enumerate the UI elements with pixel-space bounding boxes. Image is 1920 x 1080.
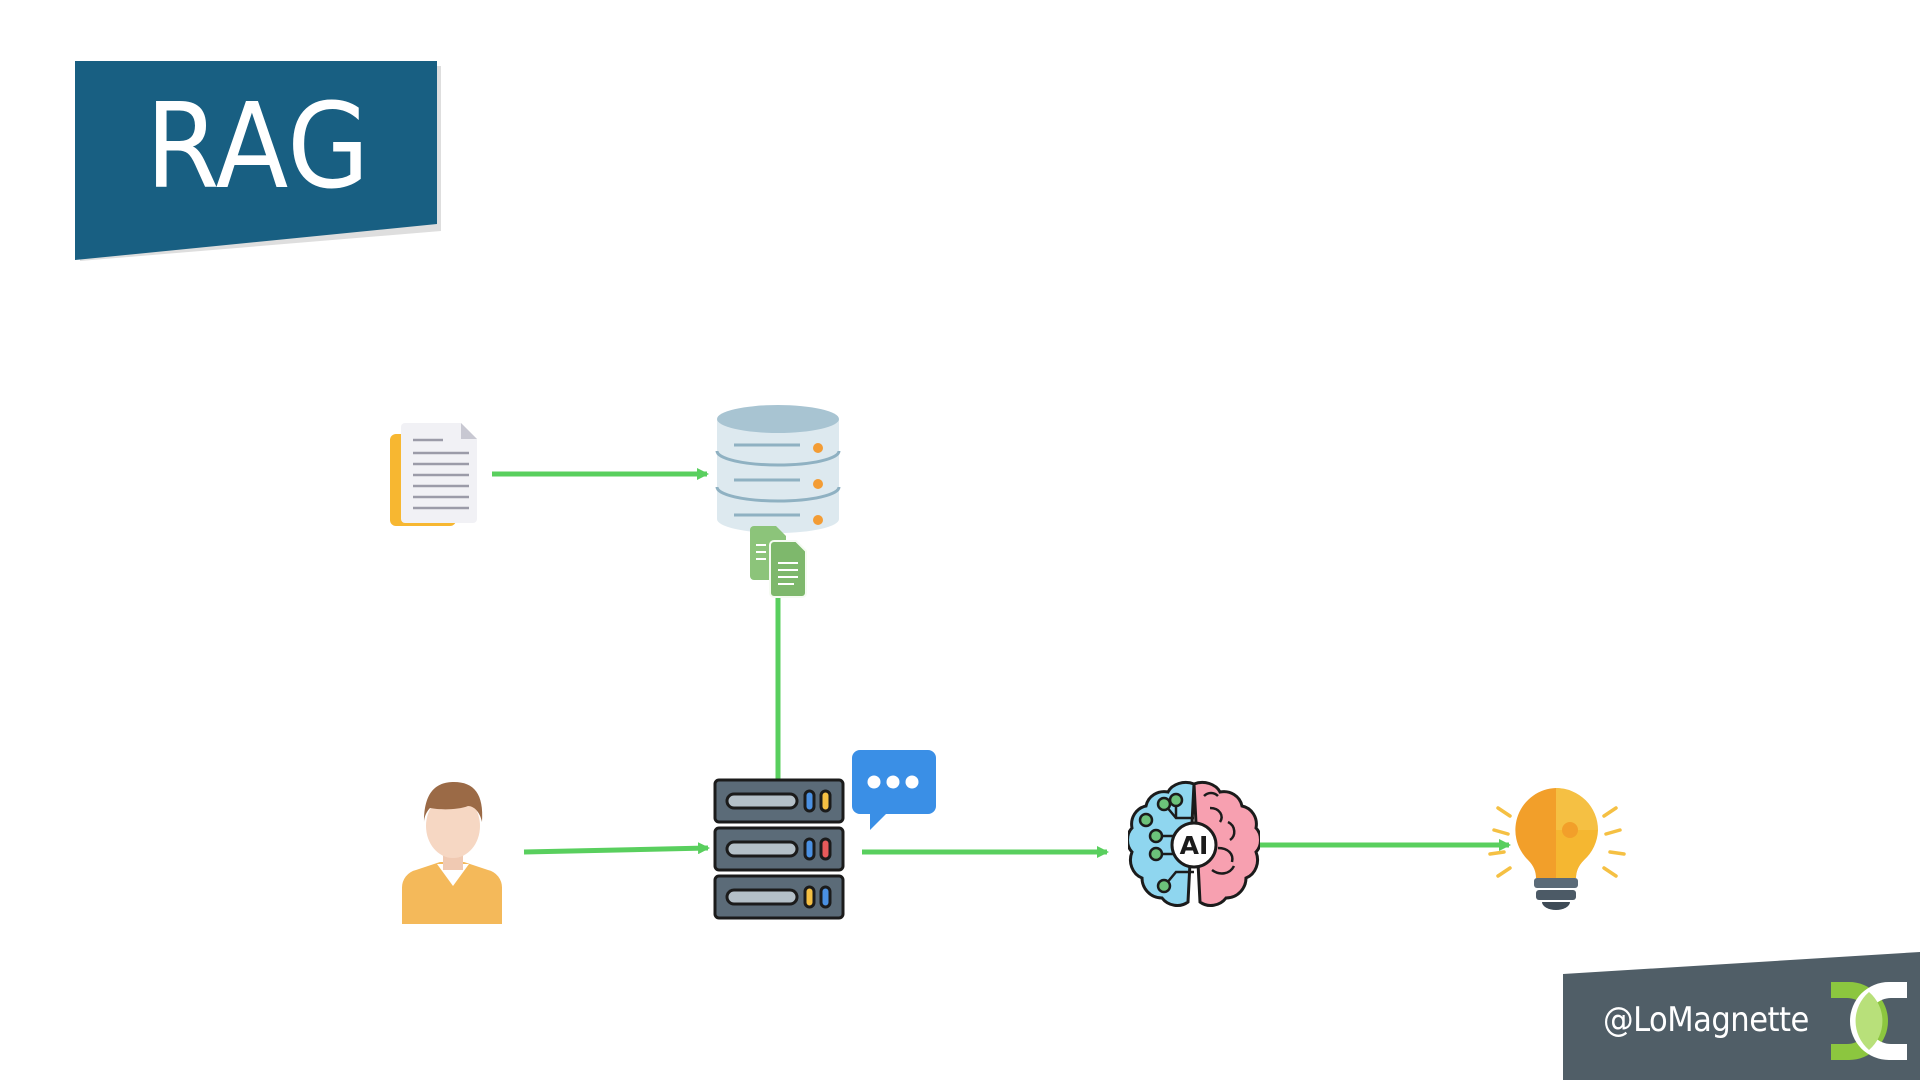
ai-label: AI (1179, 830, 1209, 860)
page-title: RAG (145, 77, 371, 215)
arrow-user-to-server (523, 842, 710, 855)
title-banner-shape (75, 61, 441, 261)
footer-banner-shape (1563, 952, 1920, 1080)
footer-banner: @LoMagnette (1563, 952, 1920, 1080)
brand-logo-icon (1831, 982, 1907, 1060)
user-icon (401, 782, 503, 924)
document-stack-icon (390, 423, 477, 526)
database-icon (715, 405, 841, 533)
chat-bubble-icon (852, 750, 936, 830)
title-banner: RAG (75, 61, 441, 261)
author-handle: @LoMagnette (1603, 1000, 1809, 1040)
document-copy-icon (750, 526, 807, 598)
ai-brain-icon (1128, 780, 1260, 907)
lightbulb-puzzle-icon (1488, 788, 1626, 910)
server-rack-icon (713, 778, 845, 920)
